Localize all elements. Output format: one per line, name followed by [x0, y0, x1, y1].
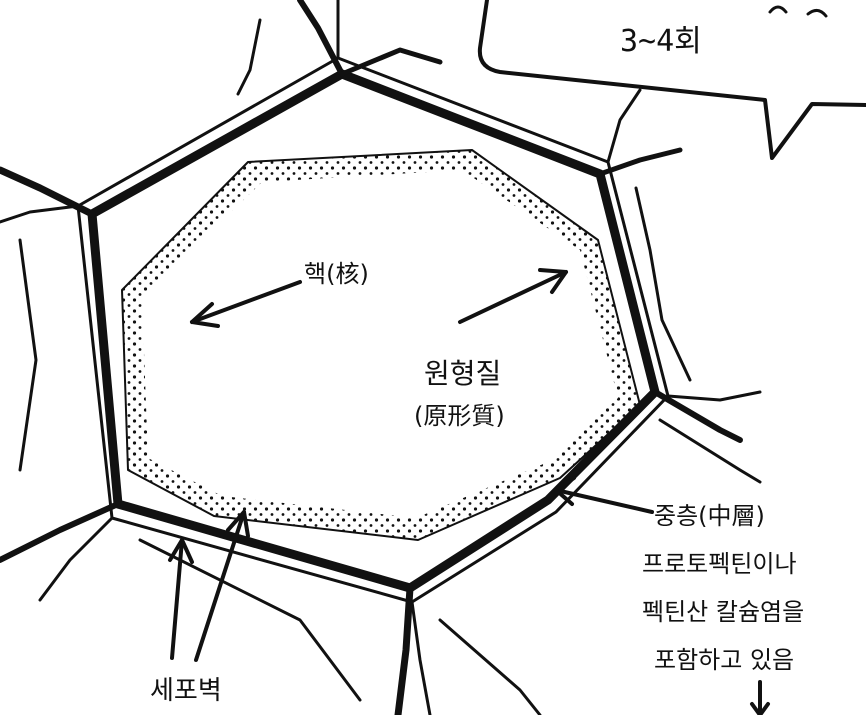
- protoplasm-label-line2: (原形質): [414, 396, 505, 431]
- nucleus-arrow: [192, 282, 300, 326]
- middle-lamella-label-line4: 포함하고 있음: [654, 640, 794, 675]
- protoplasm-arrow: [460, 270, 566, 322]
- cell-wall-arrow-left: [170, 540, 192, 658]
- protoplasm-label-line1: 원형질: [424, 352, 501, 392]
- middle-lamella-label-line1: 중층(中層): [654, 496, 765, 531]
- nucleus-label: 핵(核): [304, 254, 369, 289]
- speech-bubble-text: 3~4회: [620, 16, 702, 60]
- speech-bubble-partial-scribble: [770, 7, 826, 16]
- middle-lamella-label-line2: 프로토펙틴이나: [642, 544, 797, 579]
- middle-lamella-label-line3: 펙틴산 칼슘염을: [642, 592, 804, 627]
- down-arrow: [752, 682, 768, 715]
- cell-wall-label: 세포벽: [150, 670, 222, 707]
